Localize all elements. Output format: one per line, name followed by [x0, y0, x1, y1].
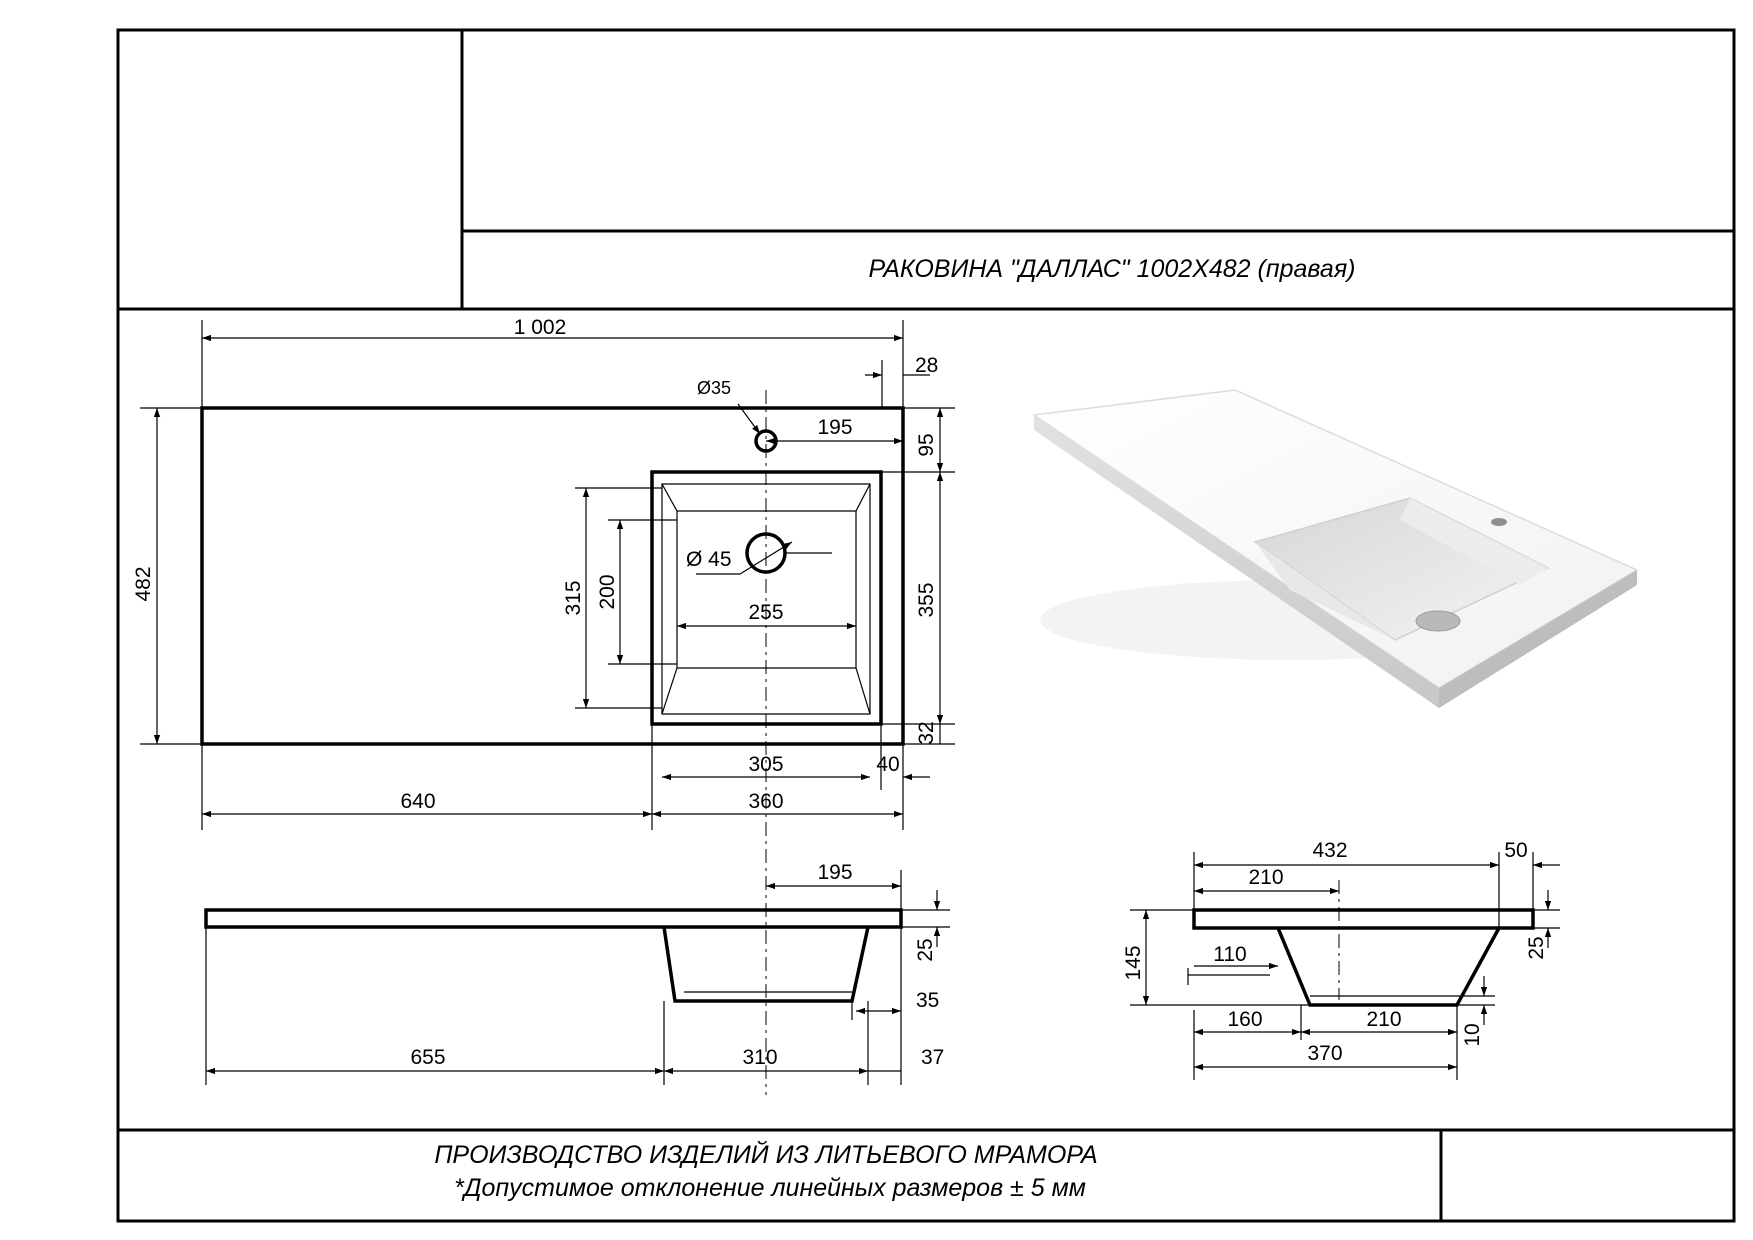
countertop-outline	[200, 406, 905, 746]
front-view: 195 25 35 655 310 37	[204, 861, 950, 1085]
dim-edge-right: 28	[915, 354, 938, 377]
dim-overall-depth: 482	[132, 566, 155, 601]
dim-bowl-outer-height: 315	[562, 580, 585, 615]
side-bowl	[1276, 927, 1501, 1007]
dim-front-right: 37	[921, 1046, 944, 1069]
dim-side-bowl-span: 370	[1307, 1042, 1342, 1065]
dim-side-height: 145	[1122, 945, 1145, 980]
dim-tap-hole: Ø35	[697, 378, 731, 398]
dim-bowl-inner-width: 255	[748, 601, 783, 624]
drawing-title: РАКОВИНА "ДАЛЛАС" 1002Х482 (правая)	[868, 255, 1355, 283]
dim-drain-hole: Ø 45	[686, 548, 732, 571]
front-bowl	[662, 926, 870, 1003]
dim-front-left: 655	[410, 1046, 445, 1069]
dim-tap-depth: 95	[915, 433, 938, 456]
side-slab	[1192, 908, 1535, 930]
dim-front-tap-offset: 195	[817, 861, 852, 884]
dim-bowl-front: 32	[915, 721, 938, 744]
dim-bowl-bottom-right: 40	[876, 753, 899, 776]
dim-tap-offset: 195	[817, 416, 852, 439]
side-view: 432 50 210 145 110 25 160 210 10	[1122, 839, 1560, 1080]
dim-front-thickness: 25	[914, 938, 937, 961]
sink-render-image	[1031, 389, 1639, 708]
dim-front-bottom-right: 35	[916, 989, 939, 1012]
dim-side-front: 160	[1227, 1008, 1262, 1031]
dim-side-back-edge: 50	[1504, 839, 1527, 862]
top-view: 1 002 28 482 Ø35 195 95 355 32 315	[132, 316, 955, 1095]
title-block: РАКОВИНА "ДАЛЛАС" 1002Х482 (правая) ПРОИ…	[116, 28, 1736, 1223]
dim-bowl-width: 360	[748, 790, 783, 813]
footer-line-1: ПРОИЗВОДСТВО ИЗДЕЛИЙ ИЗ ЛИТЬЕВОГО МРАМОР…	[434, 1139, 1097, 1169]
dim-side-axis: 210	[1248, 866, 1283, 889]
dim-left-width: 640	[400, 790, 435, 813]
dim-front-bowl: 310	[742, 1046, 777, 1069]
front-slab	[204, 908, 903, 929]
dim-side-depth: 432	[1312, 839, 1347, 862]
dim-side-thickness: 25	[1525, 936, 1548, 959]
dim-bowl-bottom-width: 305	[748, 753, 783, 776]
dim-bowl-inner-height: 200	[596, 574, 619, 609]
dim-side-top-offset: 110	[1213, 943, 1246, 966]
footer-line-2: *Допустимое отклонение линейных размеров…	[454, 1174, 1086, 1202]
dim-side-bottom: 210	[1366, 1008, 1401, 1031]
dim-side-bottom-thickness: 10	[1461, 1023, 1484, 1046]
dim-bowl-depth: 355	[915, 582, 938, 617]
dim-overall-width: 1 002	[514, 316, 567, 339]
